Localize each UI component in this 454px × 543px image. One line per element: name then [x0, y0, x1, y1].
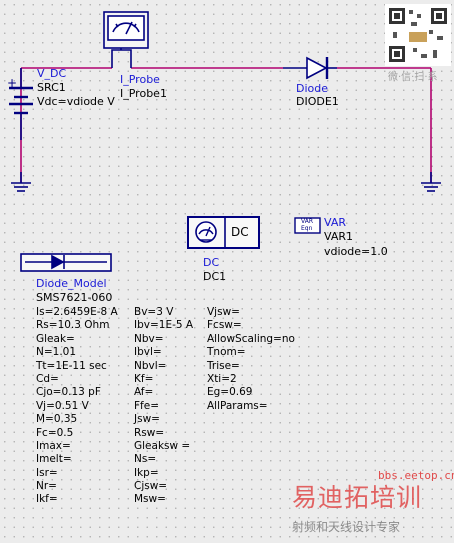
- wechat-watermark: 微·信·扫·系: [388, 72, 438, 83]
- param: Nbv=: [134, 332, 164, 345]
- param: Tt=1E-11 sec: [36, 359, 107, 372]
- diode-model-symbol[interactable]: [20, 253, 112, 272]
- param: Jsw=: [134, 413, 160, 426]
- diode-symbol[interactable]: [283, 56, 337, 80]
- param: Trise=: [207, 359, 240, 372]
- var-icon-text-2: Eqn: [301, 225, 313, 232]
- param: Nbvl=: [134, 359, 167, 372]
- param: Vj=0.51 V: [36, 399, 89, 412]
- param: Ffe=: [134, 399, 159, 412]
- param: Rs=10.3 Ohm: [36, 319, 110, 332]
- param: Cd=: [36, 372, 59, 385]
- diode-model-type-label: Diode_Model: [36, 277, 107, 290]
- param: Xti=2: [207, 372, 237, 385]
- dc-simulation-block[interactable]: [187, 216, 260, 249]
- vdc-name-label: SRC1: [37, 81, 66, 94]
- param: Gleak=: [36, 332, 75, 345]
- param: Rsw=: [134, 426, 165, 439]
- param: Gleaksw =: [134, 439, 191, 452]
- var-value-label: vdiode=1.0: [324, 245, 388, 258]
- param: AllParams=: [207, 399, 268, 412]
- param: Ikp=: [134, 466, 159, 479]
- param: Isr=: [36, 466, 58, 479]
- param: Ikf=: [36, 493, 58, 506]
- diode-model-params-col2: Bv=3 V Ibv=1E-5 A Nbv= Ibvl= Nbvl= Kf= A…: [134, 306, 193, 507]
- param: N=1.01: [36, 346, 77, 359]
- var-type-label: VAR: [324, 216, 346, 229]
- var-equation-block[interactable]: [294, 217, 321, 234]
- vdc-plus-sign: +: [7, 76, 17, 90]
- dc-type-label: DC: [203, 256, 220, 269]
- diode-type-label: Diode: [296, 82, 329, 95]
- param: Cjsw=: [134, 480, 168, 493]
- var-name-label: VAR1: [324, 230, 353, 243]
- watermark-sub-text: 射频和天线设计专家: [292, 520, 401, 534]
- dc-icon-label: DC: [231, 225, 249, 239]
- param: M=0.35: [36, 413, 78, 426]
- probe-name-label: I_Probe1: [120, 87, 167, 100]
- param: Fcsw=: [207, 319, 242, 332]
- dc-voltage-source[interactable]: [9, 68, 33, 140]
- probe-type-label: I_Probe: [120, 73, 160, 86]
- var-icon-text-1: VAR: [301, 218, 313, 225]
- dc-name-label: DC1: [203, 270, 227, 283]
- param: Bv=3 V: [134, 306, 174, 318]
- param: Imax=: [36, 439, 71, 452]
- param: Nr=: [36, 480, 57, 493]
- watermark-url: bbs.eetop.cn: [378, 469, 454, 482]
- diode-model-params-col3: Vjsw= Fcsw= AllowScaling=no Tnom= Trise=…: [207, 306, 295, 413]
- ground-left[interactable]: [11, 172, 31, 192]
- param: Ns=: [134, 453, 157, 466]
- param: Ibv=1E-5 A: [134, 319, 194, 332]
- diode-name-label: DIODE1: [296, 95, 339, 108]
- param: Cjo=0.13 pF: [36, 386, 101, 399]
- vdc-type-label: V_DC: [37, 67, 67, 80]
- watermark-big-text: 易迪拓培训: [292, 483, 423, 512]
- param: Imelt=: [36, 453, 72, 466]
- qr-code: [385, 4, 451, 66]
- param: Is=2.6459E-8 A: [36, 306, 118, 318]
- ammeter-icon[interactable]: [103, 11, 149, 68]
- param: Kf=: [134, 372, 154, 385]
- diode-model-params-col1: Is=2.6459E-8 A Rs=10.3 Ohm Gleak= N=1.01…: [36, 306, 118, 507]
- param: Af=: [134, 386, 154, 399]
- param: Msw=: [134, 493, 166, 506]
- diode-model-name-label: SMS7621-060: [36, 291, 113, 304]
- param: Tnom=: [207, 346, 246, 359]
- param: Vjsw=: [207, 306, 240, 318]
- param: Eg=0.69: [207, 386, 253, 399]
- param: Fc=0.5: [36, 426, 74, 439]
- vdc-param-label: Vdc=vdiode V: [37, 95, 115, 108]
- param: Ibvl=: [134, 346, 162, 359]
- param: AllowScaling=no: [207, 332, 295, 345]
- ground-right[interactable]: [421, 172, 441, 192]
